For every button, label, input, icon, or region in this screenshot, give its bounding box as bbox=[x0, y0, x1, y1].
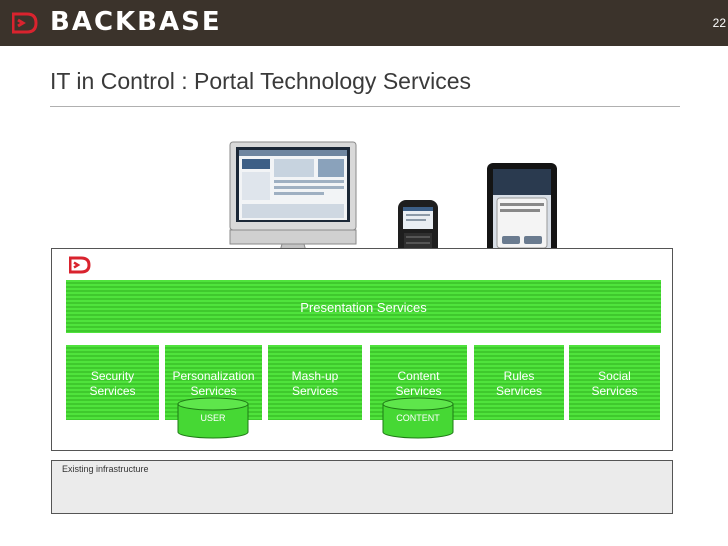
service-label: Mash-up Services bbox=[268, 369, 362, 399]
service-label-line2: Services bbox=[291, 384, 338, 398]
service-label-line2: Services bbox=[89, 384, 136, 398]
service-label-line1: Rules bbox=[503, 369, 535, 383]
content-datastore: CONTENT bbox=[382, 397, 454, 439]
service-label-line1: Social bbox=[598, 369, 631, 383]
database-icon bbox=[382, 397, 454, 439]
service-label-line1: Mash-up bbox=[291, 369, 339, 383]
service-label-line1: Personalization bbox=[172, 369, 255, 383]
service-label-line2: Services bbox=[395, 384, 442, 398]
brand-name: BACKBASE bbox=[50, 7, 222, 37]
datastore-label: CONTENT bbox=[396, 413, 440, 423]
presentation-services-label: Presentation Services bbox=[300, 300, 427, 315]
devices-illustration bbox=[229, 141, 557, 267]
tablet-icon bbox=[487, 163, 557, 263]
service-label: Personalization Services bbox=[165, 369, 262, 399]
existing-infrastructure-box: Existing infrastructure bbox=[51, 460, 673, 514]
header-bar: BACKBASE 22 bbox=[0, 0, 728, 46]
service-label: Social Services bbox=[569, 369, 660, 399]
page-number: 22 bbox=[712, 16, 726, 30]
security-services-block: Security Services bbox=[66, 345, 159, 420]
service-label-line2: Services bbox=[495, 384, 542, 398]
service-label-line1: Content bbox=[397, 369, 440, 383]
infrastructure-label: Existing infrastructure bbox=[62, 464, 149, 474]
social-services-block: Social Services bbox=[569, 345, 660, 420]
datastore-label: USER bbox=[200, 413, 226, 423]
service-label: Rules Services bbox=[474, 369, 564, 399]
service-label-line2: Services bbox=[190, 384, 237, 398]
user-datastore: USER bbox=[177, 397, 249, 439]
slide-title: IT in Control : Portal Technology Servic… bbox=[50, 68, 472, 94]
rules-services-block: Rules Services bbox=[474, 345, 564, 420]
service-label: Content Services bbox=[370, 369, 467, 399]
title-divider bbox=[50, 106, 680, 107]
backbase-logo-icon bbox=[12, 12, 38, 34]
presentation-services-block: Presentation Services bbox=[66, 280, 661, 333]
backbase-logo-icon bbox=[69, 256, 91, 274]
mashup-services-block: Mash-up Services bbox=[268, 345, 362, 420]
service-label: Security Services bbox=[66, 369, 159, 399]
service-label-line1: Security bbox=[90, 369, 135, 383]
database-icon bbox=[177, 397, 249, 439]
service-label-line2: Services bbox=[591, 384, 638, 398]
